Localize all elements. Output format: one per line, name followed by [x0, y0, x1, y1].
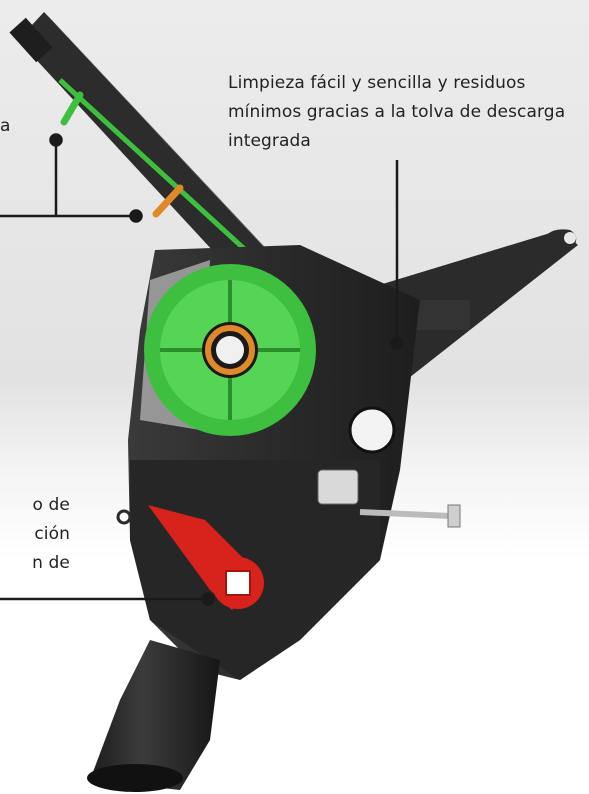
- discharge-spout: [87, 640, 220, 792]
- callout-line: o de: [32, 495, 70, 515]
- orange-pin: [152, 184, 184, 218]
- callout-line: a: [0, 116, 11, 136]
- inspection-hole: [348, 406, 396, 454]
- callout-line: ción: [34, 524, 70, 544]
- callout-line: Limpieza fácil y sencilla y residuos: [228, 73, 526, 93]
- leader-lines: [0, 133, 404, 606]
- callout-line: integrada: [228, 131, 311, 151]
- callout-line: n de: [32, 553, 70, 573]
- slide-lever: [116, 505, 264, 610]
- callout-truncated-left: a: [0, 112, 11, 141]
- callout-line: mínimos gracias a la tolva de descarga: [228, 102, 566, 122]
- green-pin: [60, 91, 84, 126]
- callout-easy-cleaning: Limpieza fácil y sencilla y residuos mín…: [228, 69, 565, 156]
- metering-gear: [144, 264, 316, 436]
- callout-truncated-bottom: o de ción n de: [0, 491, 70, 578]
- spring-assembly: [317, 469, 461, 528]
